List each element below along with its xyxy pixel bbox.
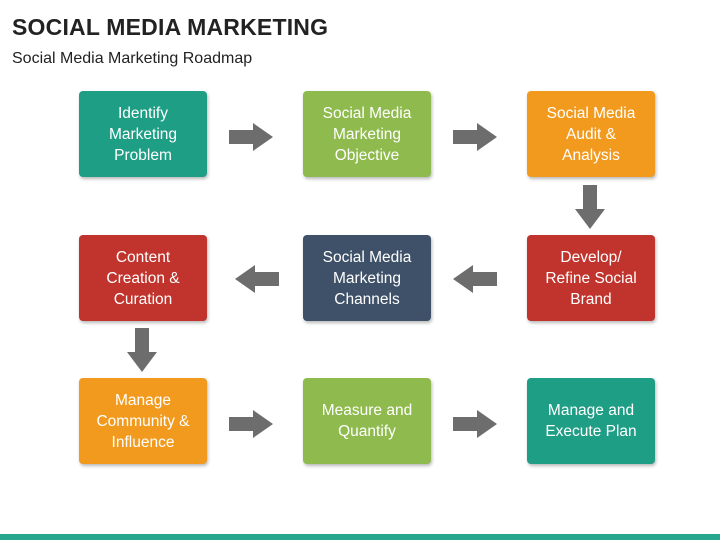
page-title: SOCIAL MEDIA MARKETING [12, 14, 329, 40]
step-box-measure-and-quantify: Measure and Quantify [303, 378, 431, 464]
step-label: Social Media Audit & Analysis [546, 104, 636, 164]
step-box-manage-and-execute-plan: Manage and Execute Plan [527, 378, 655, 464]
step-label: Manage and Execute Plan [545, 402, 637, 440]
bottom-accent-bar [0, 534, 720, 540]
down-arrow-icon [127, 328, 157, 372]
left-arrow-icon [235, 265, 279, 293]
step-label: Identify Marketing Problem [108, 104, 178, 164]
step-label: Social Media Marketing Channels [322, 248, 412, 308]
step-label: Content Creation & Curation [106, 248, 180, 308]
step-label: Manage Community & Influence [96, 391, 190, 451]
left-arrow-icon [453, 265, 497, 293]
page-subtitle: Social Media Marketing Roadmap [12, 50, 253, 67]
right-arrow-icon [229, 410, 273, 438]
step-box-content-creation-curation: Content Creation & Curation [79, 235, 207, 321]
step-box-manage-community-influence: Manage Community & Influence [79, 378, 207, 464]
step-box-social-media-marketing-objective: Social Media Marketing Objective [303, 91, 431, 177]
step-box-social-media-audit-analysis: Social Media Audit & Analysis [527, 91, 655, 177]
step-label: Measure and Quantify [321, 402, 413, 440]
right-arrow-icon [453, 410, 497, 438]
step-box-develop-refine-social-brand: Develop/ Refine Social Brand [527, 235, 655, 321]
right-arrow-icon [453, 123, 497, 151]
step-label: Develop/ Refine Social Brand [545, 248, 637, 308]
step-label: Social Media Marketing Objective [322, 104, 412, 164]
step-box-identify-marketing-problem: Identify Marketing Problem [79, 91, 207, 177]
step-box-social-media-marketing-channels: Social Media Marketing Channels [303, 235, 431, 321]
down-arrow-icon [575, 185, 605, 229]
right-arrow-icon [229, 123, 273, 151]
